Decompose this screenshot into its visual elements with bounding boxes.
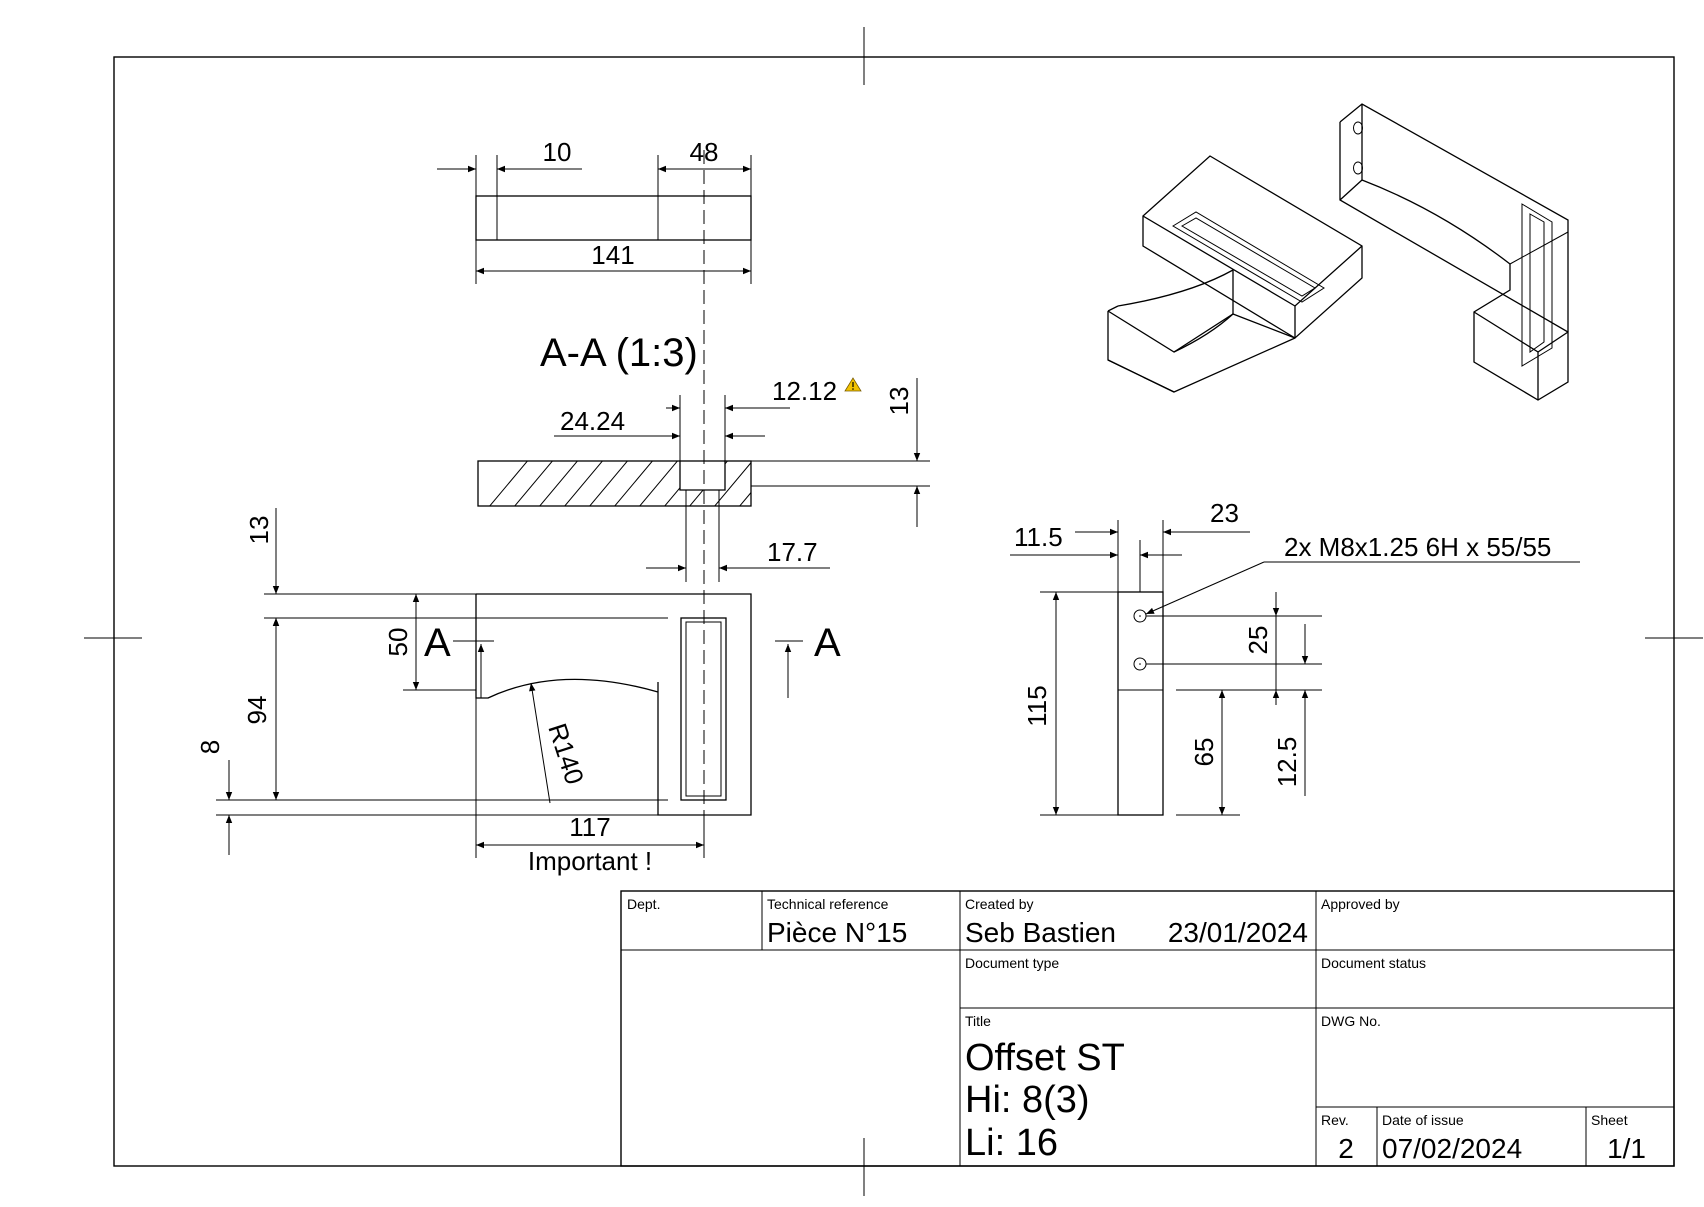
cut-a-left: A — [424, 621, 451, 665]
side-view: 23 11.5 2x M8x1.25 6H x 55/55 115 25 12.… — [1010, 498, 1580, 816]
note-important: Important ! — [528, 846, 652, 876]
issue-label: Date of issue — [1382, 1112, 1464, 1128]
dim-141: 141 — [591, 240, 634, 270]
warning-icon — [844, 377, 862, 392]
iso-view-2 — [1339, 103, 1569, 401]
dim-23: 23 — [1210, 498, 1239, 528]
sheet-label: Sheet — [1591, 1112, 1628, 1128]
approved-label: Approved by — [1321, 896, 1400, 912]
dim-11-5: 11.5 — [1014, 522, 1063, 552]
title-label: Title — [965, 1013, 991, 1029]
title-block: Dept. Technical reference Pièce N°15 Cre… — [620, 890, 1675, 1167]
title-line-3: Li: 16 — [965, 1122, 1058, 1164]
section-view: A-A (1:3) 12.12 — [477, 331, 930, 582]
dim-r140: R140 — [542, 720, 590, 788]
iso-view-1 — [1107, 155, 1363, 393]
dim-24-24: 24.24 — [560, 406, 625, 436]
created-label: Created by — [965, 896, 1033, 912]
dim-13-section: 13 — [884, 387, 914, 416]
sheet-value: 1/1 — [1607, 1133, 1646, 1164]
front-view: 13 50 94 8 A A R140 117 Important ! — [195, 508, 841, 876]
issue-value: 07/02/2024 — [1382, 1133, 1522, 1164]
dim-94: 94 — [242, 696, 272, 725]
rev-label: Rev. — [1321, 1112, 1349, 1128]
dim-12-5: 12.5 — [1272, 737, 1302, 788]
iso-hole-1 — [1353, 121, 1363, 135]
thread-callout: 2x M8x1.25 6H x 55/55 — [1284, 532, 1551, 562]
techref-label: Technical reference — [767, 896, 889, 912]
section-label: A-A (1:3) — [540, 331, 698, 375]
dim-115: 115 — [1022, 685, 1052, 726]
top-view: 10 48 141 — [437, 137, 752, 284]
docstatus-label: Document status — [1321, 955, 1426, 971]
created-value: Seb Bastien — [965, 917, 1116, 948]
dept-label: Dept. — [627, 896, 660, 912]
dim-10: 10 — [543, 137, 572, 167]
dim-25: 25 — [1243, 626, 1273, 655]
title-line-1: Offset ST — [965, 1037, 1125, 1079]
dim-50: 50 — [383, 628, 413, 657]
dim-8: 8 — [195, 740, 225, 754]
title-line-2: Hi: 8(3) — [965, 1079, 1090, 1121]
rev-value: 2 — [1338, 1133, 1354, 1164]
dwg-label: DWG No. — [1321, 1013, 1381, 1029]
dim-13-front: 13 — [244, 516, 274, 545]
dim-17-7: 17.7 — [767, 537, 818, 567]
dim-12-12: 12.12 — [772, 376, 837, 406]
created-date: 23/01/2024 — [1168, 917, 1308, 948]
sheet-frame — [84, 27, 1703, 1196]
iso-hole-2 — [1353, 161, 1363, 175]
techref-value: Pièce N°15 — [767, 917, 907, 948]
cut-a-right: A — [814, 621, 841, 665]
dim-117: 117 — [569, 812, 610, 842]
dim-65: 65 — [1189, 738, 1219, 767]
doctype-label: Document type — [965, 955, 1059, 971]
